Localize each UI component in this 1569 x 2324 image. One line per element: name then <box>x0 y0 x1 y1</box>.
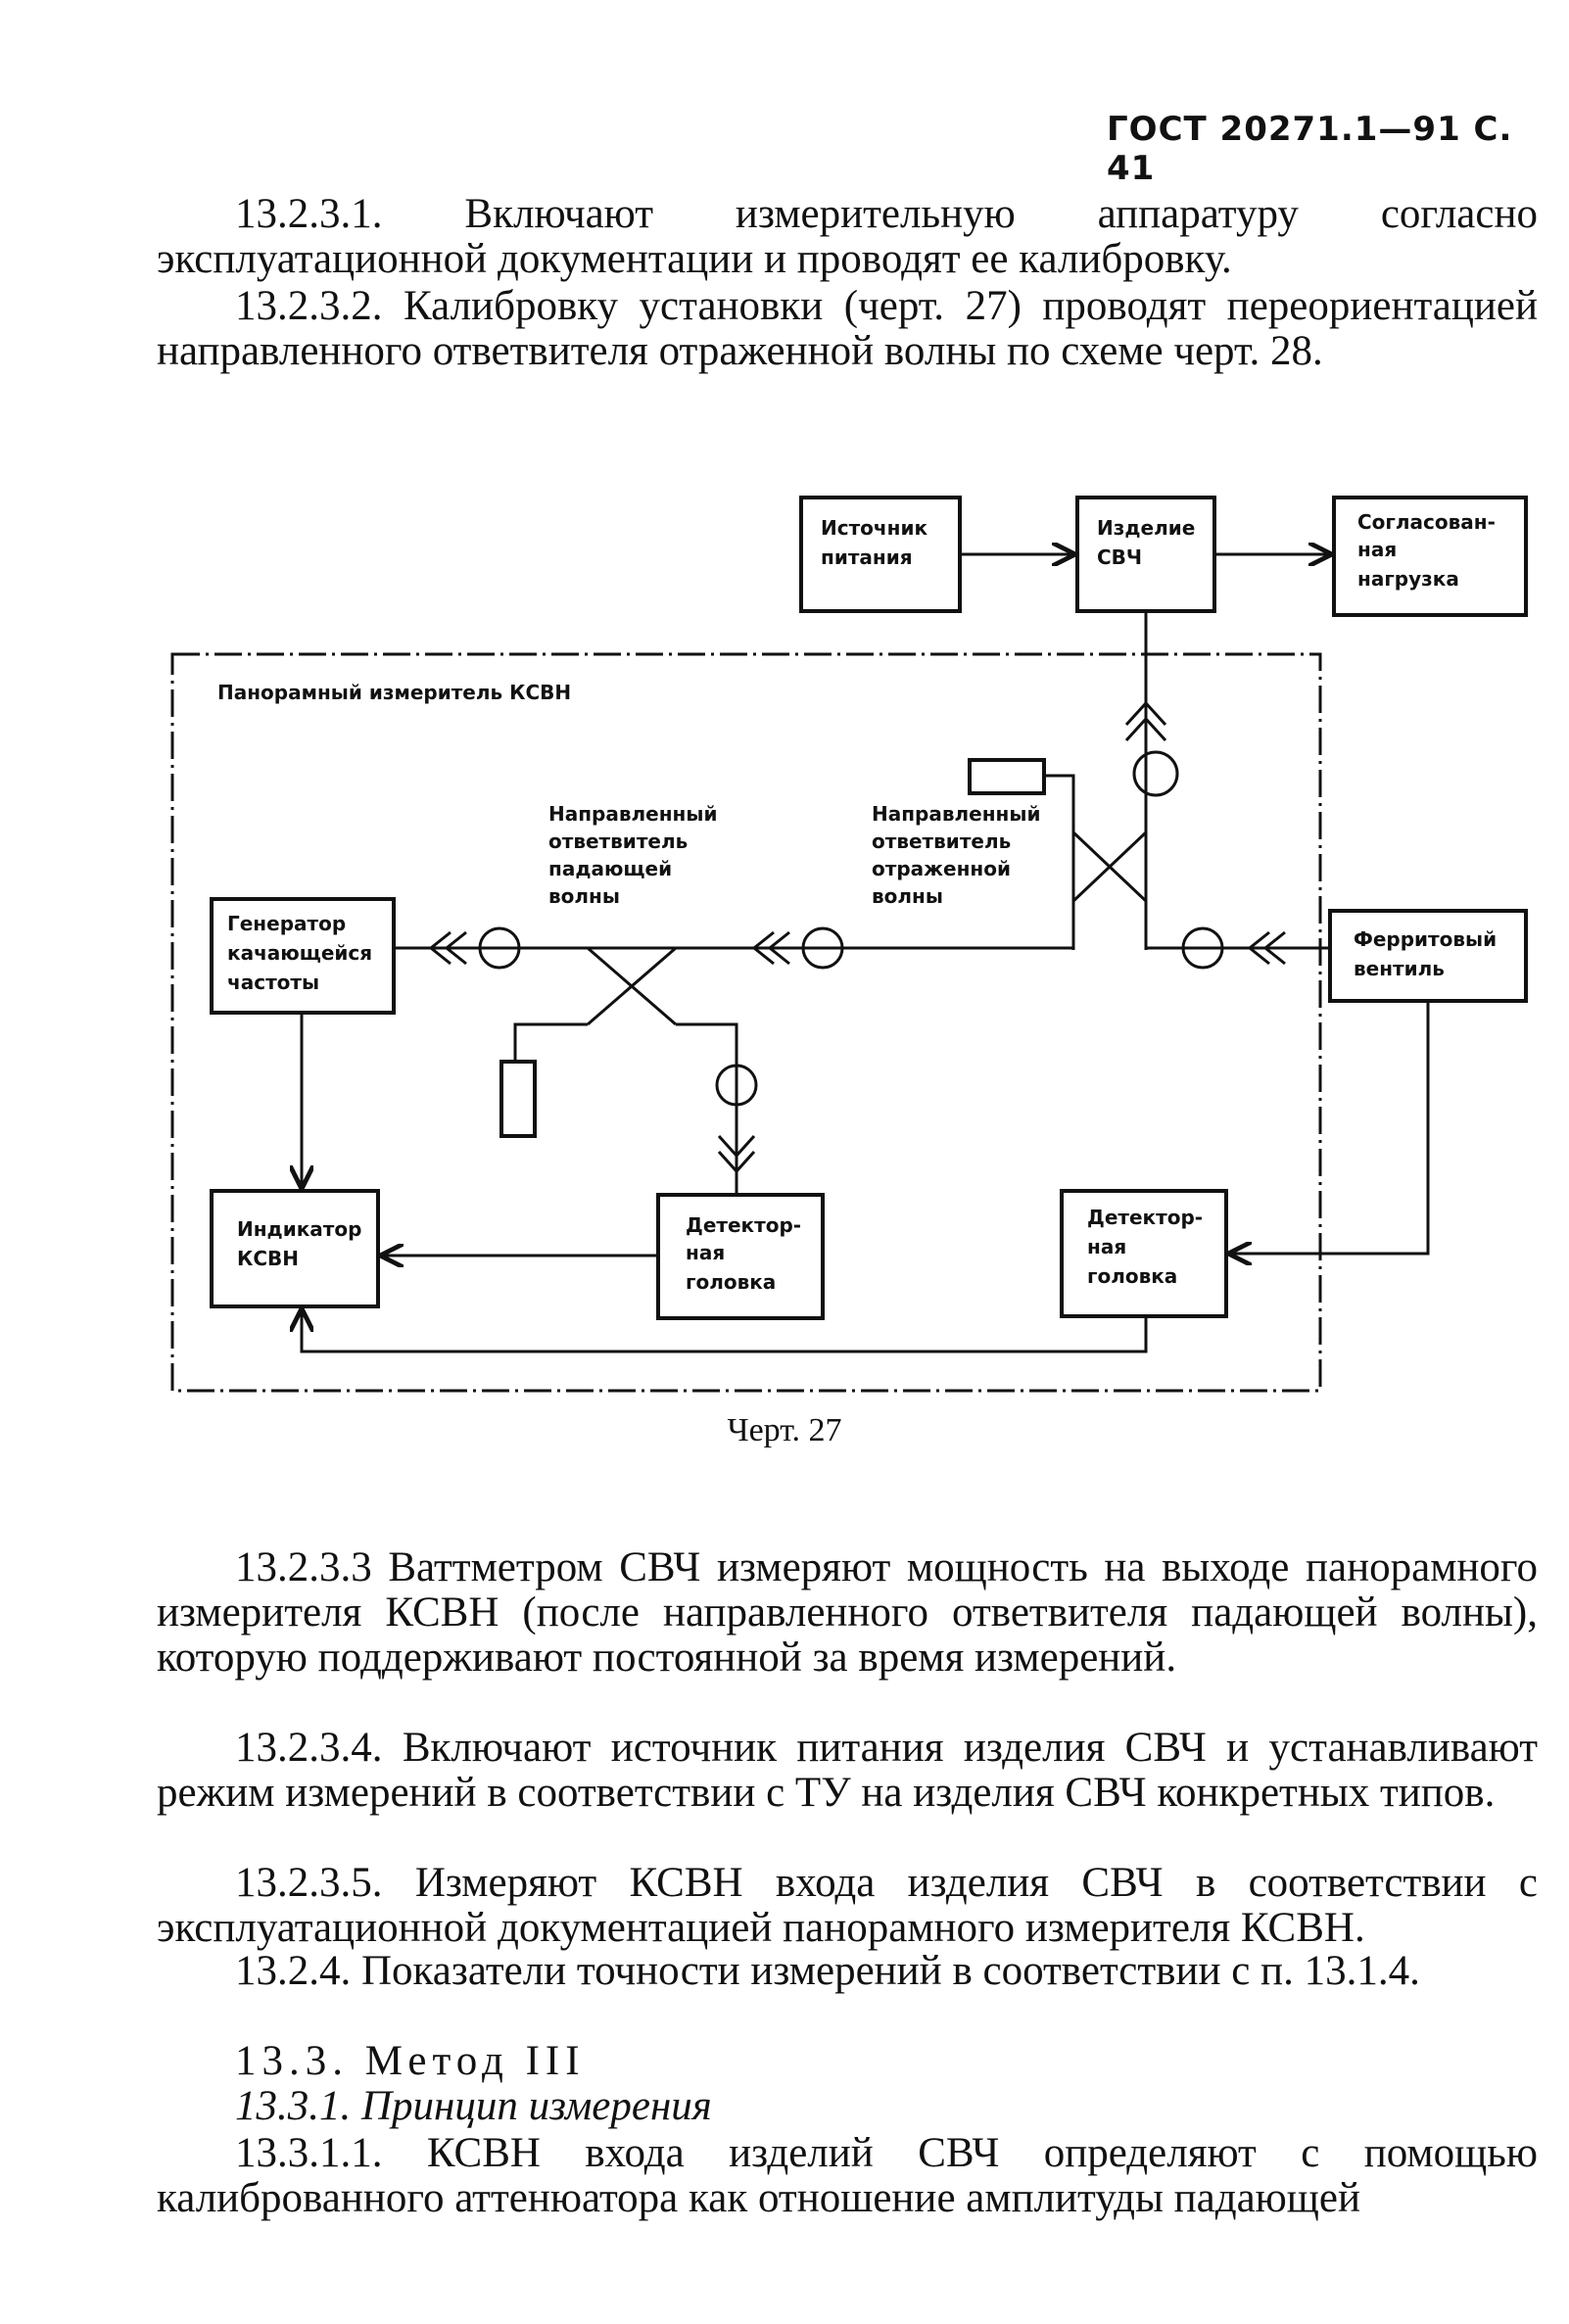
paragraph-13-2-4: 13.2.4. Показатели точности измерений в … <box>235 1948 1420 1994</box>
power-source-box: Источник питания <box>799 496 962 613</box>
power-source-label-2: питания <box>821 545 913 569</box>
paragraph-13-2-3-1: 13.2.3.1. Включают измерительную аппарат… <box>157 191 1538 282</box>
coupler-incident-1: Направленный <box>548 802 717 826</box>
indicator-box: Индикатор КСВН <box>210 1189 380 1308</box>
coupler-reflected-1: Направленный <box>872 802 1040 826</box>
indicator-label-2: КСВН <box>237 1247 299 1270</box>
meter-frame <box>170 652 1322 1393</box>
load-reflected-coupler <box>968 758 1046 795</box>
detector1-label-2: ная <box>686 1241 725 1264</box>
paragraph-13-3-1-1: 13.3.1.1. КСВН входа изделий СВЧ определ… <box>157 2130 1538 2221</box>
paragraph-13-2-3-5: 13.2.3.5. Измеряют КСВН входа изделия СВ… <box>157 1860 1538 1951</box>
indicator-label-1: Индикатор <box>237 1217 361 1241</box>
coupler-reflected-2: ответвитель <box>872 830 1011 853</box>
paragraph-13-2-3-4: 13.2.3.4. Включают источник питания изде… <box>157 1725 1538 1816</box>
paragraph-13-2-3-2: 13.2.3.2. Калибровку установки (черт. 27… <box>157 283 1538 374</box>
detector2-label-3: головка <box>1087 1264 1177 1288</box>
paragraph-13-2-3-3: 13.2.3.3 Ваттметром СВЧ измеряют мощност… <box>157 1544 1538 1681</box>
coupler-incident-4: волны <box>548 884 620 908</box>
page-header: ГОСТ 20271.1—91 С. 41 <box>1107 110 1513 188</box>
device-box: Изделие СВЧ <box>1075 496 1216 613</box>
matched-load-box: Согласован- ная нагрузка <box>1332 496 1528 617</box>
generator-label-2: качающейся <box>227 941 372 965</box>
matched-load-label-1: Согласован- <box>1357 510 1496 534</box>
detector2-label-2: ная <box>1087 1235 1126 1258</box>
chevrons-up <box>1124 700 1167 742</box>
diagram-chart-27: Панорамный измеритель КСВН Источник пита… <box>170 496 1528 1393</box>
device-label-1: Изделие <box>1097 516 1195 540</box>
detector-box-2: Детектор- ная головка <box>1060 1189 1228 1318</box>
power-source-label-1: Источник <box>821 516 927 540</box>
detector2-label-1: Детектор- <box>1087 1206 1203 1229</box>
coupler-reflected-3: отраженной <box>872 857 1011 880</box>
generator-box: Генератор качающейся частоты <box>210 897 396 1015</box>
generator-label-1: Генератор <box>227 912 346 935</box>
coupler-reflected-4: волны <box>872 884 943 908</box>
load-incident-coupler <box>499 1060 537 1138</box>
method-title: 13.3. Метод III <box>235 2038 586 2084</box>
subsection-title: 13.3.1. Принцип измерения <box>235 2083 712 2129</box>
meter-frame-label: Панорамный измеритель КСВН <box>217 681 571 704</box>
generator-label-3: частоты <box>227 971 319 994</box>
detector-box-1: Детектор- ная головка <box>656 1193 825 1320</box>
coupler-incident-3: падающей <box>548 857 672 880</box>
coil-upper-right <box>1132 750 1179 797</box>
ferrite-label-1: Ферритовый <box>1354 927 1497 951</box>
coupler-incident-2: ответвитель <box>548 830 688 853</box>
detector1-label-3: головка <box>686 1270 776 1294</box>
ferrite-box: Ферритовый вентиль <box>1328 909 1528 1003</box>
detector1-label-1: Детектор- <box>686 1213 801 1237</box>
matched-load-label-3: нагрузка <box>1357 567 1459 591</box>
figure-caption: Черт. 27 <box>727 1412 842 1448</box>
device-label-2: СВЧ <box>1097 545 1142 569</box>
ferrite-label-2: вентиль <box>1354 957 1445 980</box>
matched-load-label-2: ная <box>1357 538 1397 561</box>
